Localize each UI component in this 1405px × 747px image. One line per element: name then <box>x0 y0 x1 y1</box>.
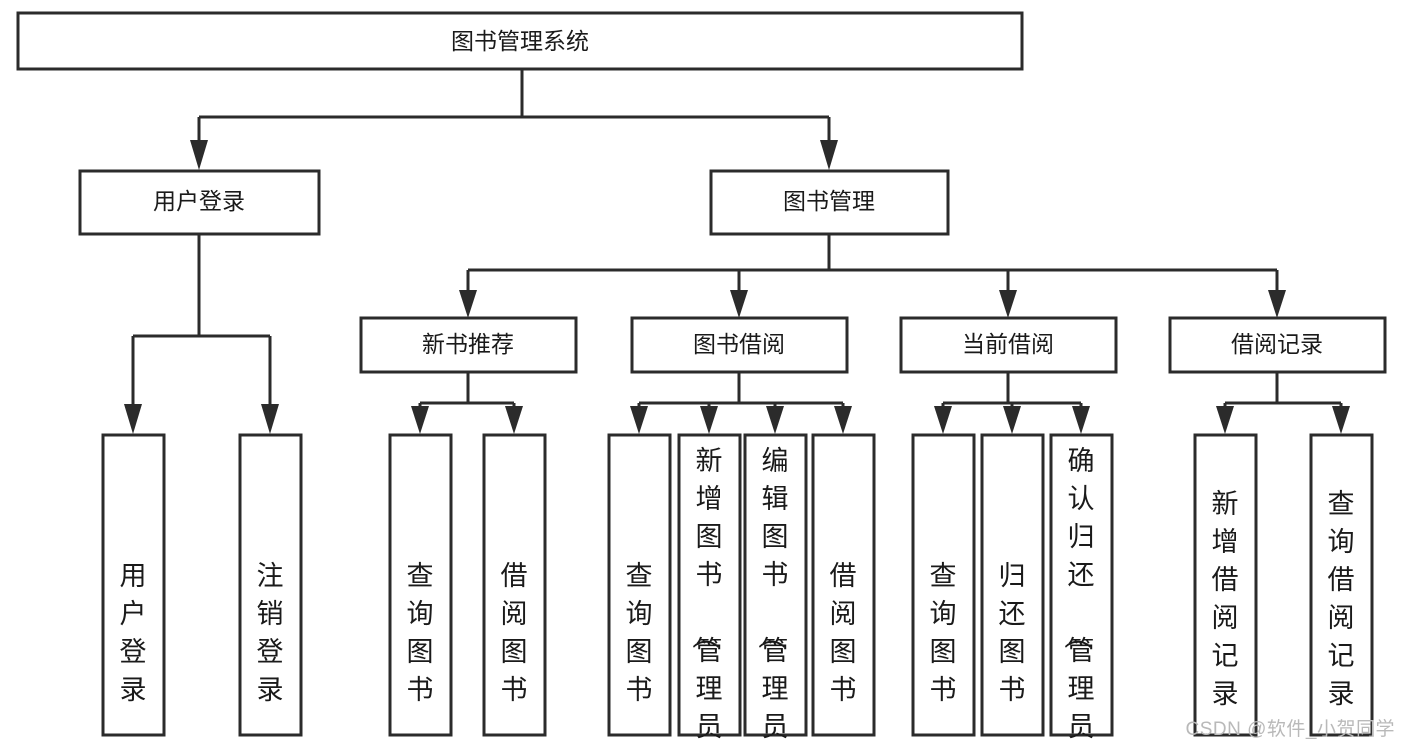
node-leaf-query-book-1[interactable]: 查询图书 <box>388 433 453 737</box>
arrow-head-leaf-borrow-book-1 <box>505 406 523 434</box>
node-leaf-add-record[interactable]: 新增借阅记录 <box>1193 433 1258 737</box>
node-new-book-recommend-label: 新书推荐 <box>422 331 514 357</box>
node-root[interactable]: 图书管理系统 <box>16 11 1024 71</box>
node-new-book-recommend[interactable]: 新书推荐 <box>359 316 578 374</box>
node-leaf-add-book-label: 新增图书（管理员） <box>690 446 723 747</box>
arrow-head-leaf-user-login <box>124 404 142 434</box>
node-new-book-recommend-box[interactable] <box>359 316 578 374</box>
node-book-borrow[interactable]: 图书借阅 <box>630 316 849 374</box>
node-leaf-query-record[interactable]: 查询借阅记录 <box>1309 433 1374 737</box>
arrow-head-leaf-add-record <box>1216 406 1234 434</box>
arrow-head-leaf-query-book-2 <box>630 406 648 434</box>
arrow-head-leaf-confirm-return <box>1072 406 1090 434</box>
node-leaf-user-login-box[interactable] <box>101 433 166 737</box>
arrow-head-leaf-query-book-1 <box>411 406 429 434</box>
node-leaf-edit-book-box[interactable] <box>743 433 808 737</box>
node-leaf-query-book-2-box[interactable] <box>607 433 672 737</box>
node-book-borrow-label: 图书借阅 <box>693 331 785 357</box>
node-book-manage[interactable]: 图书管理 <box>709 169 950 236</box>
arrow-head-current-borrow <box>999 290 1017 318</box>
node-leaf-borrow-book-1-label: 借阅图书 <box>501 561 528 705</box>
arrow-head-book-borrow <box>730 290 748 318</box>
node-leaf-query-book-2[interactable]: 查询图书 <box>607 433 672 737</box>
node-leaf-borrow-book-1[interactable]: 借阅图书 <box>482 433 547 737</box>
node-user-login[interactable]: 用户登录 <box>78 169 321 236</box>
arrow-head-leaf-query-record <box>1332 406 1350 434</box>
node-leaf-query-book-2-label: 查询图书 <box>626 561 653 705</box>
node-user-login-label: 用户登录 <box>153 188 245 214</box>
node-leaf-query-book-1-box[interactable] <box>388 433 453 737</box>
connector-group-user-login <box>124 234 279 434</box>
node-book-manage-label: 图书管理 <box>783 188 875 214</box>
node-leaf-user-login[interactable]: 用户登录 <box>101 433 166 737</box>
node-current-borrow[interactable]: 当前借阅 <box>899 316 1118 374</box>
node-leaf-user-logout[interactable]: 注销登录 <box>238 433 303 737</box>
arrow-head-leaf-return-book <box>1003 406 1021 434</box>
arrow-head-leaf-borrow-book-2 <box>834 406 852 434</box>
node-leaf-query-book-1-label: 查询图书 <box>407 561 434 705</box>
connector-group-new-book-recommend <box>411 372 523 434</box>
node-leaf-query-record-box[interactable] <box>1309 433 1374 737</box>
node-leaf-return-book-label: 归还图书 <box>999 561 1026 705</box>
node-root-label: 图书管理系统 <box>451 28 589 54</box>
node-leaf-borrow-book-1-box[interactable] <box>482 433 547 737</box>
node-leaf-confirm-return[interactable]: 确认归还（管理员） <box>1049 433 1114 747</box>
node-borrow-record-box[interactable] <box>1168 316 1387 374</box>
node-root-box[interactable] <box>16 11 1024 71</box>
arrow-head-book-manage <box>820 140 838 170</box>
node-leaf-borrow-book-2[interactable]: 借阅图书 <box>811 433 876 737</box>
connector-group-borrow-record <box>1216 372 1350 434</box>
node-leaf-add-book[interactable]: 新增图书（管理员） <box>677 433 742 747</box>
node-leaf-query-book-3-label: 查询图书 <box>930 561 957 705</box>
arrow-head-user-login <box>190 140 208 170</box>
node-book-borrow-box[interactable] <box>630 316 849 374</box>
node-leaf-edit-book-label: 编辑图书（管理员） <box>756 446 789 747</box>
connector-group-book-borrow <box>630 372 852 434</box>
node-leaf-edit-book[interactable]: 编辑图书（管理员） <box>743 433 808 747</box>
node-leaf-borrow-book-2-label: 借阅图书 <box>830 561 857 705</box>
node-leaf-add-book-box[interactable] <box>677 433 742 737</box>
node-borrow-record[interactable]: 借阅记录 <box>1168 316 1387 374</box>
node-leaf-user-logout-box[interactable] <box>238 433 303 737</box>
node-leaf-user-login-label: 用户登录 <box>120 561 147 705</box>
node-leaf-add-record-label: 新增借阅记录 <box>1212 489 1239 709</box>
connector-group-current-borrow <box>934 372 1090 434</box>
node-leaf-query-record-label: 查询借阅记录 <box>1328 489 1355 709</box>
node-leaf-add-record-box[interactable] <box>1193 433 1258 737</box>
node-leaf-return-book-box[interactable] <box>980 433 1045 737</box>
arrow-head-leaf-add-book <box>700 406 718 434</box>
node-leaf-query-book-3[interactable]: 查询图书 <box>911 433 976 737</box>
node-leaf-query-book-3-box[interactable] <box>911 433 976 737</box>
arrow-head-leaf-query-book-3 <box>934 406 952 434</box>
node-borrow-record-label: 借阅记录 <box>1231 331 1323 357</box>
node-user-login-box[interactable] <box>78 169 321 236</box>
node-book-manage-box[interactable] <box>709 169 950 236</box>
connector-group-root <box>190 69 838 170</box>
node-leaf-confirm-return-label: 确认归还（管理员） <box>1062 446 1095 747</box>
node-leaf-confirm-return-box[interactable] <box>1049 433 1114 737</box>
node-leaf-user-logout-label: 注销登录 <box>257 561 284 705</box>
connector-group-book-manage <box>459 234 1286 318</box>
node-current-borrow-box[interactable] <box>899 316 1118 374</box>
arrow-head-leaf-edit-book <box>766 406 784 434</box>
node-current-borrow-label: 当前借阅 <box>962 331 1054 357</box>
arrow-head-borrow-record <box>1268 290 1286 318</box>
arrow-head-leaf-user-logout <box>261 404 279 434</box>
arrow-head-new-book-recommend <box>459 290 477 318</box>
node-leaf-return-book[interactable]: 归还图书 <box>980 433 1045 737</box>
node-leaf-borrow-book-2-box[interactable] <box>811 433 876 737</box>
